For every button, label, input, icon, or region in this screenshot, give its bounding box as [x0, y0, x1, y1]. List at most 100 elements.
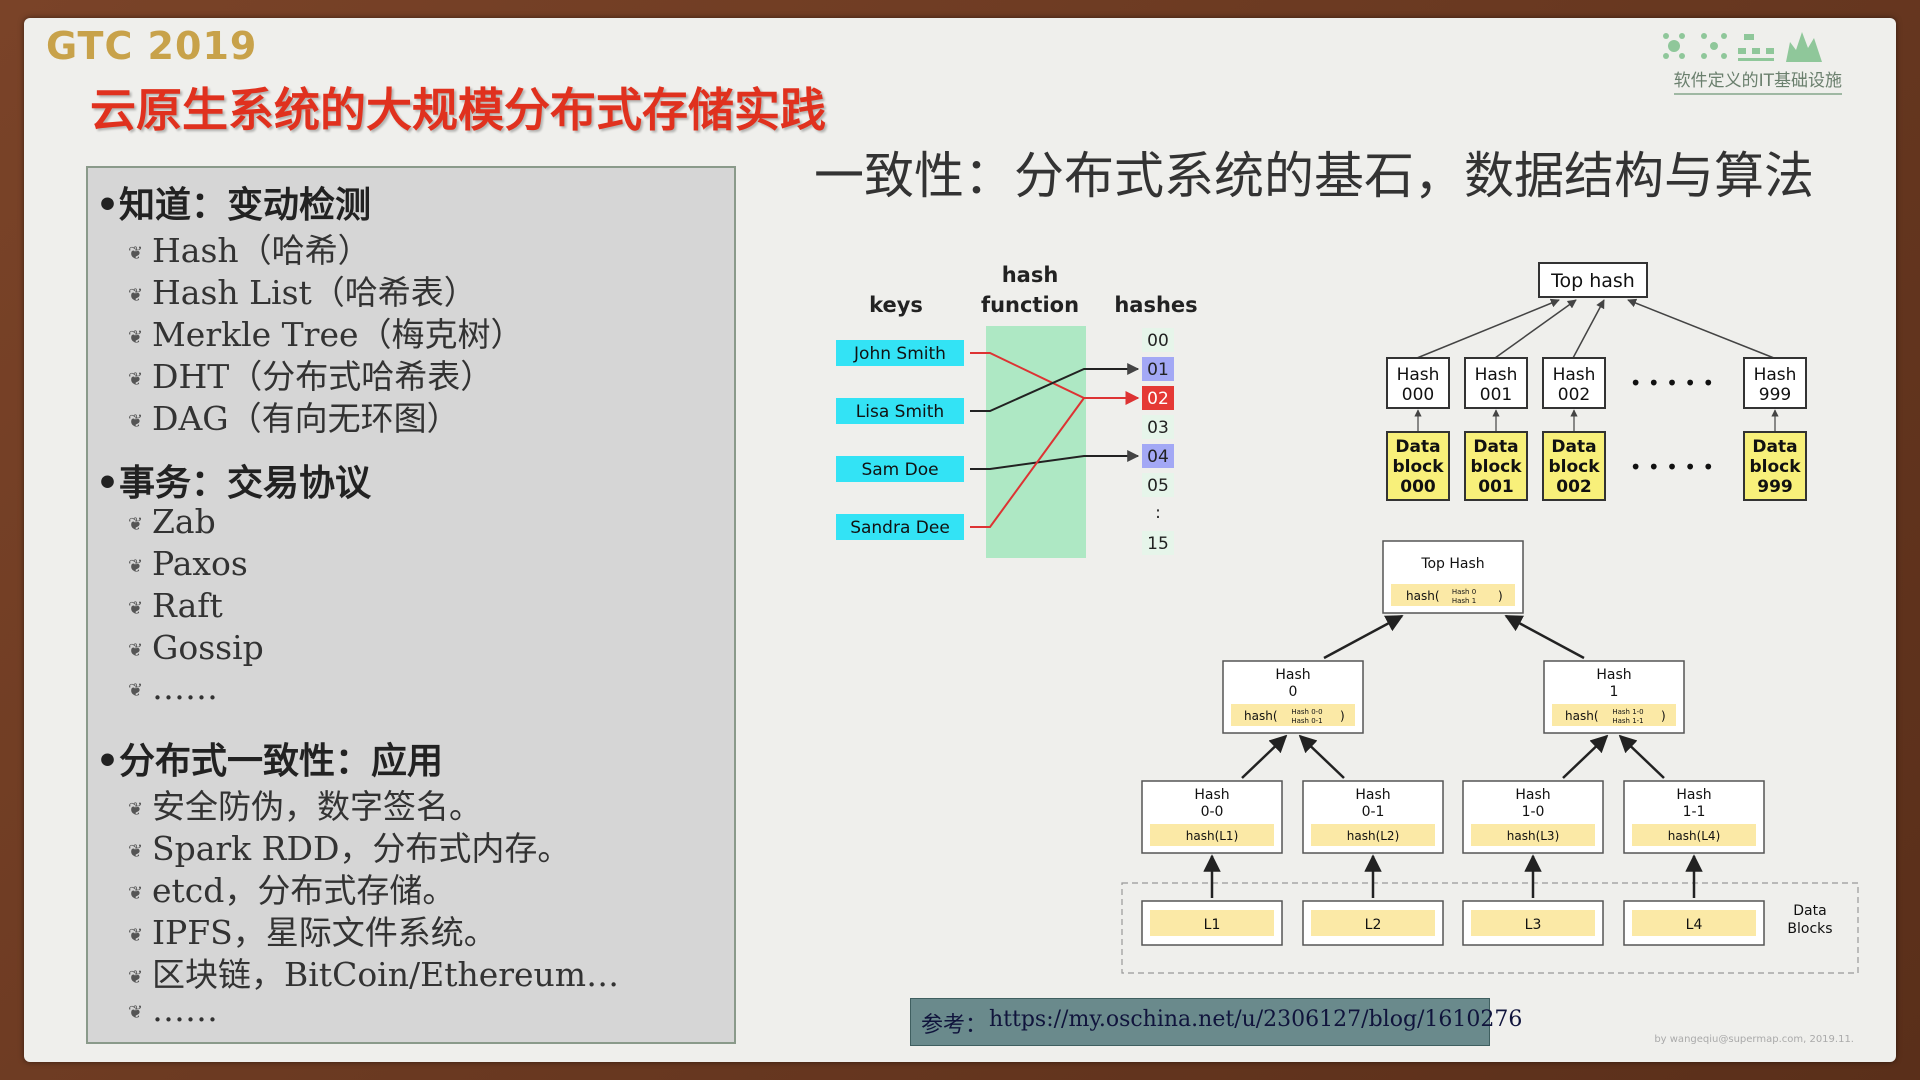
fn-text: hash(L3)	[1507, 829, 1560, 843]
list-item: ❦Zab	[128, 502, 216, 541]
hash-slot-label: 03	[1147, 418, 1169, 438]
brand-text: 软件定义的IT基础设施	[1673, 66, 1842, 95]
merkle-node-label: Hash	[1194, 787, 1229, 803]
bullet-icon: ❦	[128, 1001, 144, 1023]
hash-node-id: 999	[1759, 385, 1791, 405]
bullet-icon: ❦	[128, 639, 144, 661]
col-fn-label-2: function	[981, 293, 1079, 317]
top-hash-label: Top hash	[1550, 270, 1635, 292]
data-blocks-group	[1121, 882, 1859, 974]
section-heading-change-detection: •知道：变动检测	[96, 185, 372, 226]
merkle-edge	[1323, 614, 1404, 660]
hash-slot-label: 04	[1147, 447, 1169, 467]
hash-node-label: Hash	[1754, 365, 1797, 385]
key-box	[836, 514, 964, 540]
merkle-node-fn	[1231, 704, 1355, 726]
hash-slot-label: 02	[1147, 389, 1169, 409]
bullet-icon: ❦	[128, 555, 144, 577]
data-block-label: block	[1548, 457, 1600, 477]
data-block-id: 001	[1478, 477, 1514, 497]
bullet-icon: ❦	[128, 966, 144, 988]
merkle-root-fn	[1391, 584, 1515, 606]
merkle-edge	[1298, 734, 1345, 779]
col-hashes-label: hashes	[1114, 293, 1197, 317]
key-box	[836, 398, 964, 424]
data-block-label: Data	[1395, 437, 1440, 457]
col-fn-label-1: hash	[1002, 263, 1059, 287]
gtc-logo: GTC 2019	[46, 24, 258, 68]
data-block-id: 000	[1400, 477, 1436, 497]
credit-text: by wangeqiu@supermap.com, 2019.11.	[1654, 1034, 1854, 1045]
section-subtitle: 一致性：分布式系统的基石，数据结构与算法	[814, 147, 1814, 205]
bullet-icon: ❦	[128, 284, 144, 306]
fn-text: hash(	[1244, 709, 1278, 723]
merkle-node-fn	[1150, 824, 1274, 846]
slide: GTC 2019 云原生系统的大规模分布式存储实践 软件定义的IT基础设施 一致…	[24, 18, 1896, 1062]
hash-arrow	[1572, 299, 1605, 359]
hash-slot-label: 15	[1147, 534, 1169, 554]
data-blocks-label: Data	[1793, 903, 1826, 919]
bullet-icon: ❦	[128, 326, 144, 348]
hash-node	[1386, 357, 1450, 409]
col-keys-label: keys	[869, 293, 923, 317]
data-block-fill	[1471, 910, 1595, 936]
merkle-node-id: 1	[1610, 684, 1619, 700]
merkle-edge	[1618, 734, 1665, 779]
hash-slot	[1142, 415, 1174, 439]
reference-box: 参考： https://my.oschina.net/u/2306127/blo…	[910, 998, 1522, 1046]
merkle-edge	[1504, 614, 1585, 660]
data-block-label: block	[1749, 457, 1801, 477]
hash-arrow	[1494, 299, 1577, 359]
merkle-edge	[1562, 734, 1609, 779]
key-label: Lisa Smith	[856, 402, 944, 422]
merkle-node-label: Hash	[1275, 667, 1310, 683]
mapping-arrow	[970, 397, 1085, 528]
mapping-arrow	[970, 363, 1140, 412]
key-box	[836, 340, 964, 366]
fn-input: Hash 1	[1452, 597, 1476, 605]
fn-input: Hash 1-0	[1612, 708, 1643, 716]
merkle-node-id: 0-1	[1362, 804, 1385, 820]
list-item: ❦Spark RDD，分布式内存。	[128, 829, 571, 868]
hash-slot-label: 01	[1147, 360, 1169, 380]
hash-function-diagram: keys hash function hashes John Smith Lis…	[836, 263, 1198, 558]
data-block-label: Data	[1752, 437, 1797, 457]
data-block	[1542, 431, 1606, 501]
bullet-icon: ❦	[128, 597, 144, 619]
data-blocks-label: Blocks	[1787, 921, 1832, 937]
data-block-label: Data	[1551, 437, 1596, 457]
brand-icons	[1663, 32, 1822, 62]
hash-slot	[1142, 328, 1174, 352]
merkle-node-fn	[1552, 704, 1676, 726]
list-item: ❦Paxos	[128, 544, 248, 583]
list-item: ❦DHT（分布式哈希表）	[128, 357, 494, 396]
data-block	[1386, 431, 1450, 501]
bullet-icon: ❦	[128, 513, 144, 535]
bullet-icon: ❦	[128, 679, 144, 701]
fn-text: )	[1340, 709, 1345, 723]
hash-slot-label: 05	[1147, 476, 1169, 496]
fn-text: hash(L1)	[1186, 829, 1239, 843]
data-block	[1743, 431, 1807, 501]
fn-text: )	[1498, 589, 1503, 603]
fn-text: hash(L2)	[1347, 829, 1400, 843]
merkle-node-fn	[1471, 824, 1595, 846]
data-block-fill	[1150, 910, 1274, 936]
merkle-node-id: 0	[1289, 684, 1298, 700]
hash-slot-label: 00	[1147, 331, 1169, 351]
top-hash-box	[1538, 262, 1648, 298]
list-item: ❦IPFS，星际文件系统。	[128, 913, 497, 952]
hash-node	[1464, 357, 1528, 409]
data-block	[1464, 431, 1528, 501]
section-heading-applications: •分布式一致性：应用	[96, 741, 444, 782]
merkle-node-id: 1-0	[1522, 804, 1545, 820]
merkle-node-id: 1-1	[1683, 804, 1706, 820]
section-heading-transactions: •事务：交易协议	[96, 463, 372, 504]
fn-text: )	[1661, 709, 1666, 723]
list-item: ❦Hash（哈希）	[128, 231, 371, 270]
bullet-icon: ❦	[128, 840, 144, 862]
list-item: ❦Gossip	[128, 628, 264, 667]
reference-link[interactable]: https://my.oschina.net/u/2306127/blog/16…	[989, 1007, 1523, 1032]
hash-node-label: Hash	[1475, 365, 1518, 385]
data-block-fill	[1311, 910, 1435, 936]
